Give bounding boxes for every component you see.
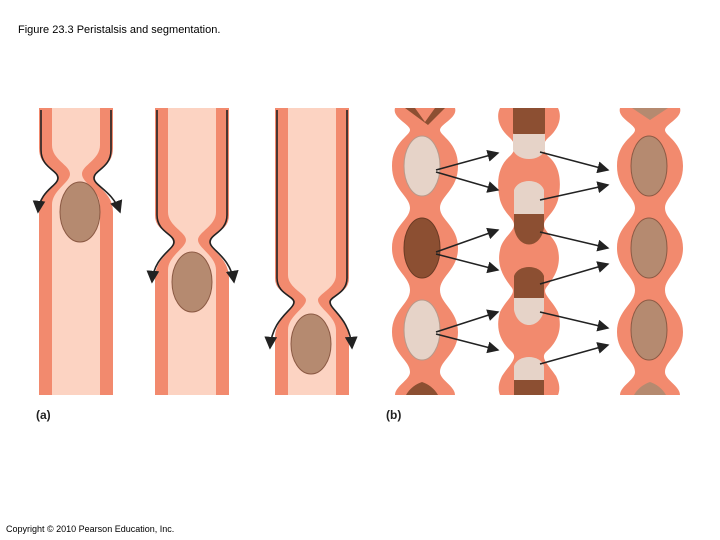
chyme-mixed [630, 217, 668, 279]
bolus [290, 313, 332, 375]
peristalsis-tube-3 [264, 108, 358, 395]
chyme-dark [403, 217, 441, 279]
segmentation-column-2 [498, 108, 560, 395]
bolus [171, 251, 213, 313]
copyright-notice: Copyright © 2010 Pearson Education, Inc. [6, 524, 175, 534]
peristalsis-tube-1 [32, 108, 123, 395]
panel-a-label: (a) [36, 408, 51, 422]
segmentation-arrows-1 [435, 149, 500, 354]
chyme-light [403, 299, 441, 361]
figure-title: Figure 23.3 Peristalsis and segmentation… [18, 24, 221, 36]
peristalsis-tube-2 [146, 108, 239, 395]
segmentation-column-3 [617, 108, 683, 395]
bolus [59, 181, 101, 243]
chyme-light [403, 135, 441, 197]
chyme-mixed [630, 299, 668, 361]
panel-b-label: (b) [386, 408, 402, 422]
segmentation-column-1 [392, 108, 458, 395]
segmentation-arrows-2 [539, 151, 610, 365]
chyme-mixed [630, 135, 668, 197]
